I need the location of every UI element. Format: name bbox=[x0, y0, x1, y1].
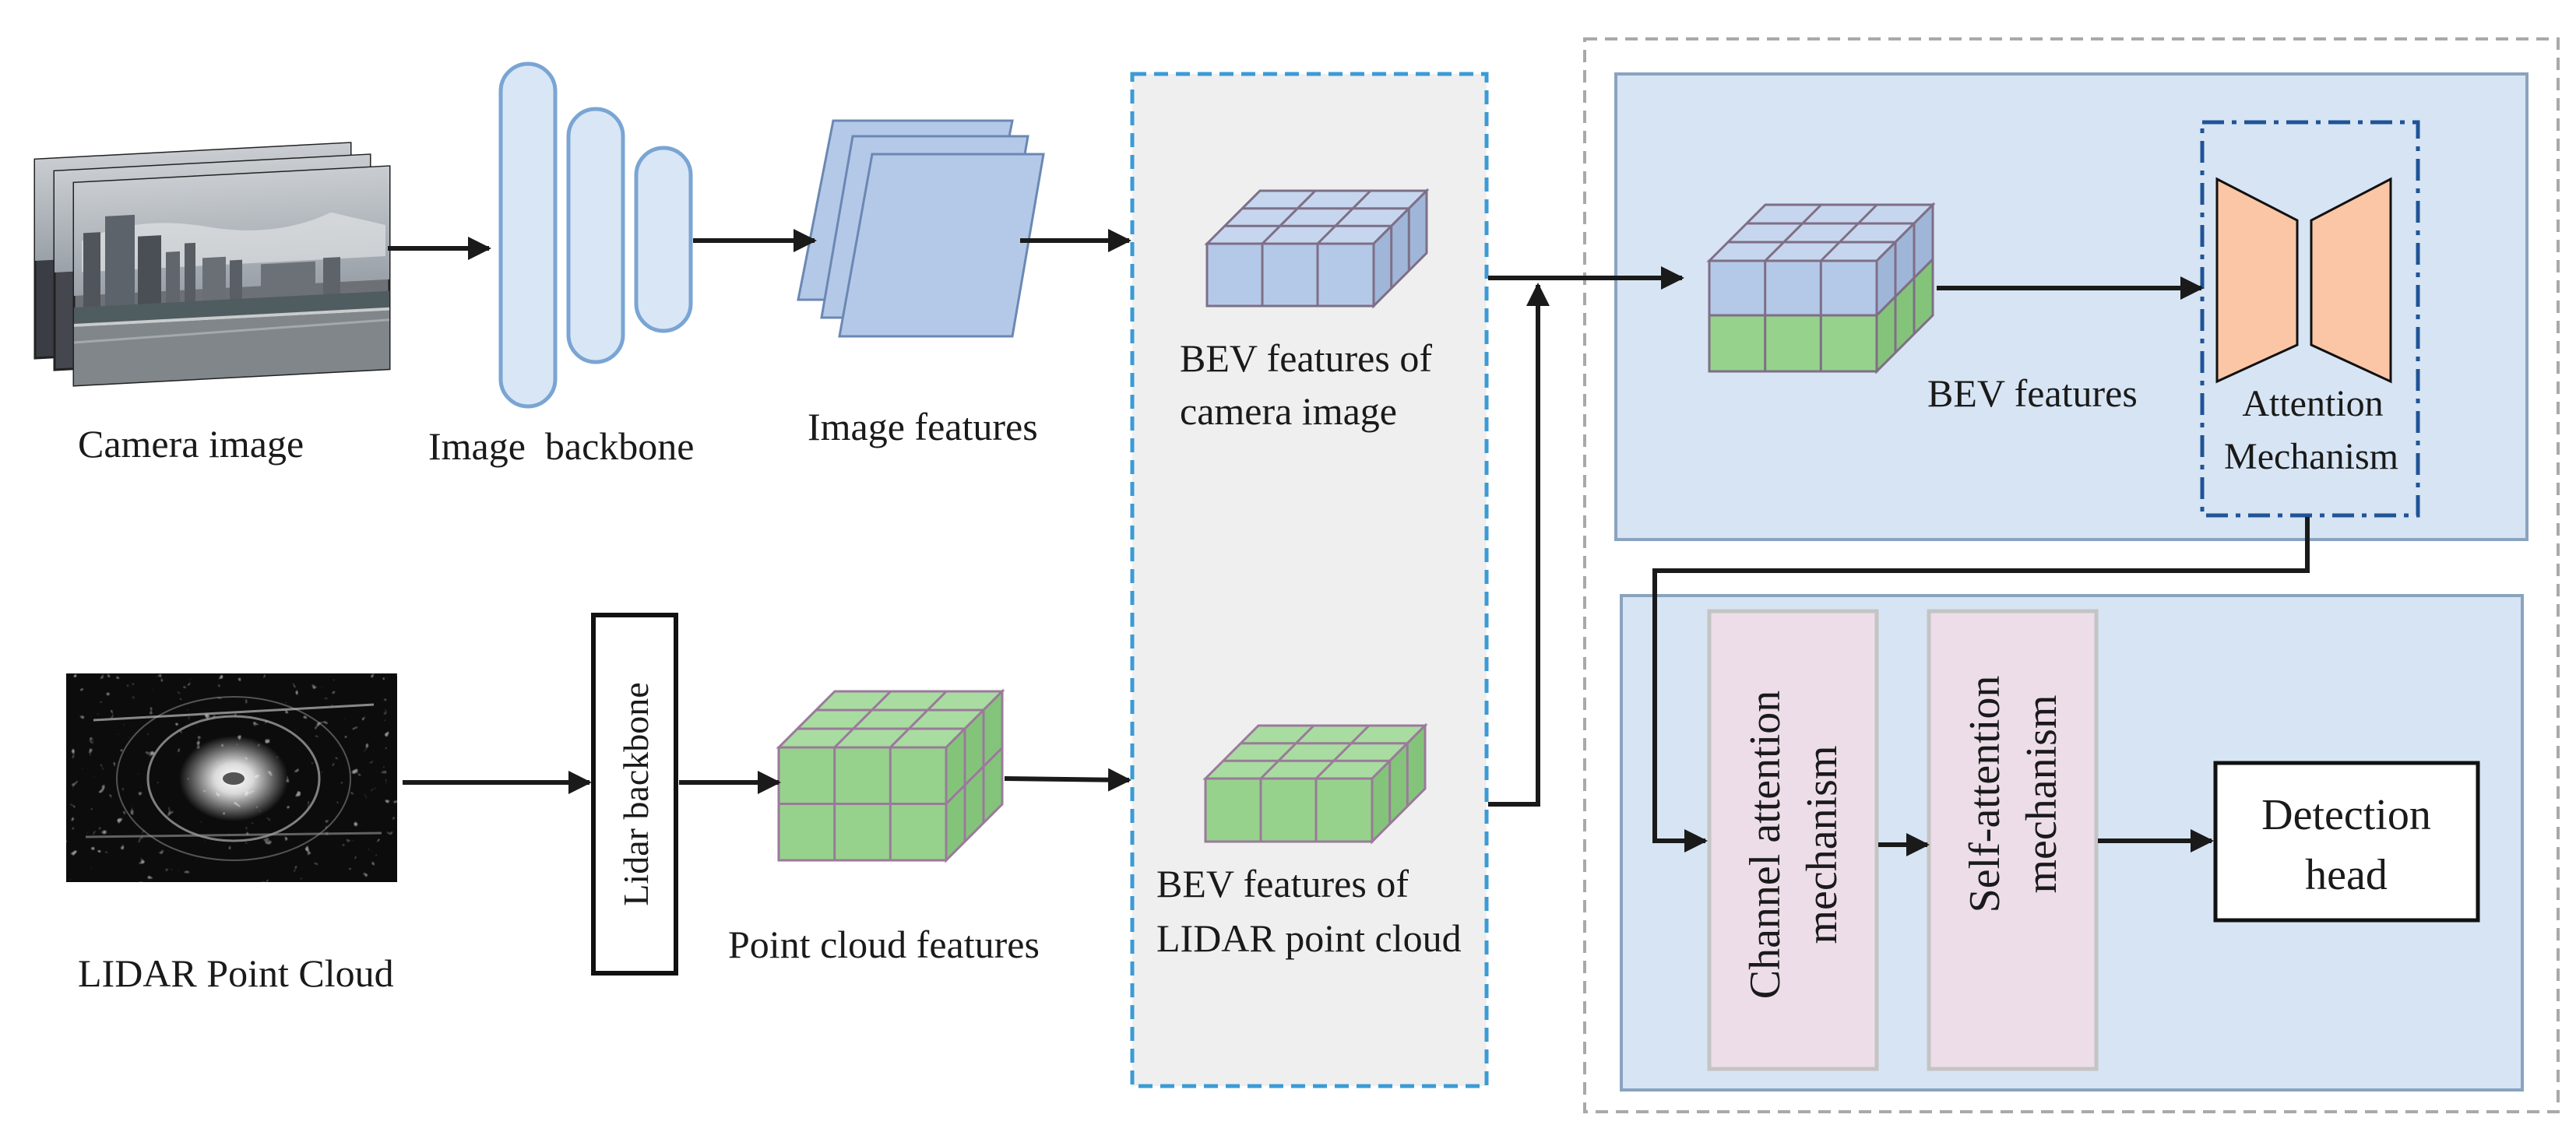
attention-label-line1: Attention bbox=[2242, 383, 2383, 424]
detection-head-label-line1: Detection bbox=[2261, 791, 2431, 839]
self-attention-label-line2: mechanism bbox=[2018, 694, 2066, 893]
lidar-backbone-block bbox=[591, 613, 678, 976]
point-cloud-features-cube bbox=[776, 688, 1005, 863]
attention-mechanism-box bbox=[2200, 120, 2420, 518]
bev-features-label: BEV features bbox=[1927, 371, 2138, 415]
bev-camera-label-line2: camera image bbox=[1180, 389, 1397, 433]
channel-attention-label-line2: mechanism bbox=[1798, 745, 1846, 944]
attention-label-line2: Mechanism bbox=[2224, 436, 2398, 477]
detection-head-label-line2: head bbox=[2305, 851, 2388, 899]
detection-head-block bbox=[2213, 761, 2480, 923]
encoder-decoder-icon bbox=[2215, 177, 2392, 384]
image-features-label: Image features bbox=[808, 405, 1038, 448]
image-backbone-block bbox=[498, 62, 693, 409]
image-features-stack bbox=[797, 119, 1045, 338]
self-attention-label-line1: Self-attention bbox=[1961, 676, 2009, 913]
camera-photo bbox=[72, 165, 391, 387]
point-cloud-features-label: Point cloud features bbox=[728, 923, 1040, 966]
channel-attention-label-line1: Channel attention bbox=[1741, 691, 1789, 1000]
bev-lidar-label-line2: LIDAR point cloud bbox=[1156, 916, 1462, 960]
arrow-attention-to-channel bbox=[1652, 517, 2310, 853]
lidar-backbone-label: Lidar backbone bbox=[616, 682, 656, 905]
self-attention-block bbox=[1927, 609, 2099, 1071]
bev-camera-label-line1: BEV features of bbox=[1180, 336, 1432, 380]
channel-attention-block bbox=[1707, 609, 1879, 1071]
bev-camera-cube bbox=[1204, 188, 1430, 309]
camera-image-stack bbox=[33, 142, 391, 387]
bev-lidar-label-line1: BEV features of bbox=[1156, 862, 1409, 905]
bev-lidar-cube bbox=[1202, 722, 1428, 845]
fusion-outer-panel bbox=[1583, 37, 2560, 1113]
lidar-point-cloud-label: LIDAR Point Cloud bbox=[78, 951, 394, 995]
arrow-bev-lidar-to-fusion bbox=[1488, 283, 1550, 807]
fused-bev-features-cube bbox=[1706, 202, 1936, 374]
lidar-point-cloud-image bbox=[66, 673, 397, 882]
camera-image-label: Camera image bbox=[78, 422, 304, 466]
arrow-pointcloud-to-bev-lidar bbox=[1004, 768, 1131, 792]
image-backbone-label: Image backbone bbox=[428, 424, 695, 468]
